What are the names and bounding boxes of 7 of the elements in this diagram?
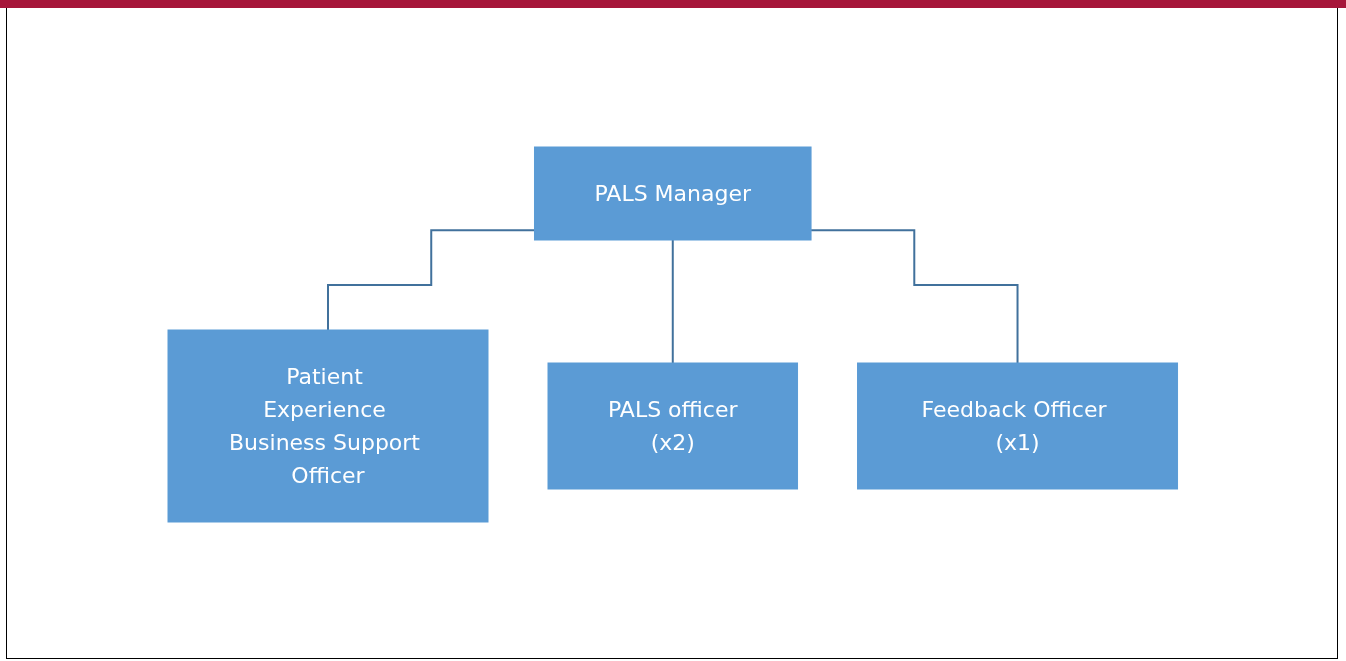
node-box: PALS Manager (534, 146, 812, 240)
connector (810, 228, 1019, 364)
node-box: Patient Experience Business Support Officer (167, 329, 489, 522)
node-box: Feedback Officer (x1) (857, 362, 1179, 489)
connector (327, 228, 536, 331)
node-box: PALS officer (x2) (547, 362, 799, 489)
connector (672, 238, 674, 364)
